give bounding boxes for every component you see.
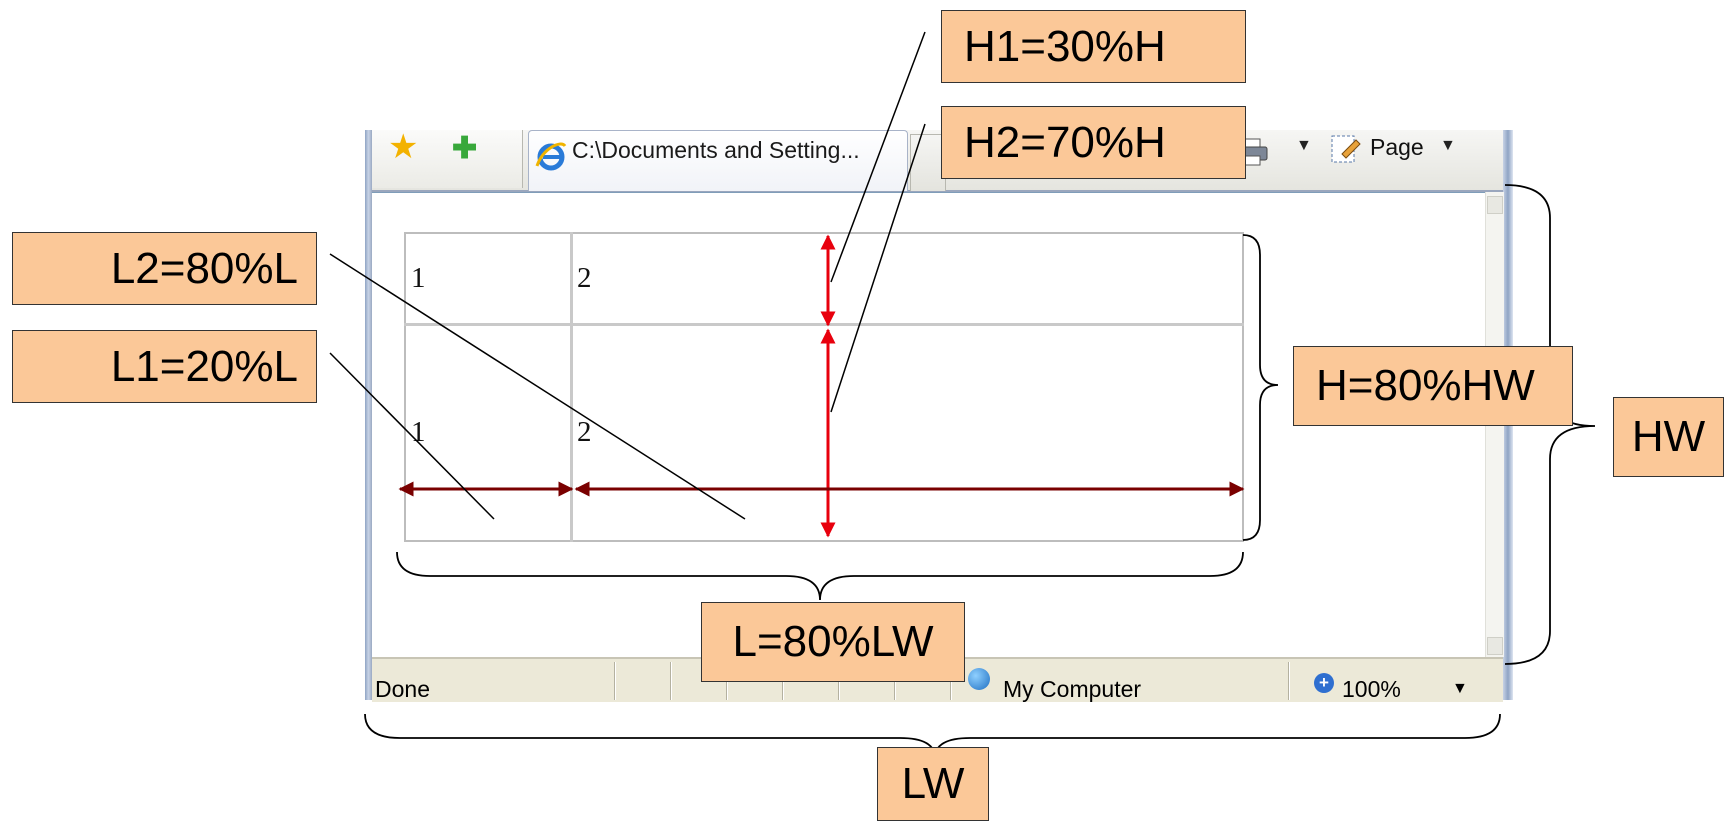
status-separator	[670, 662, 671, 700]
l1-leader	[329, 352, 495, 520]
scroll-down-button[interactable]	[1487, 637, 1503, 655]
status-separator	[1288, 662, 1289, 700]
zoom-icon[interactable]: +	[1314, 673, 1334, 693]
h-label: H=80%HW	[1293, 346, 1573, 426]
browser-tab[interactable]	[528, 130, 908, 191]
page-dropdown-icon[interactable]: ▼	[1440, 137, 1456, 154]
page-menu-button[interactable]: Page	[1370, 134, 1424, 160]
l2-label: L2=80%L	[12, 232, 317, 305]
h2-label: H2=70%H	[941, 106, 1246, 179]
table-cell: 2	[577, 416, 592, 448]
l1-label: L1=20%L	[12, 330, 317, 403]
page-icon[interactable]	[1330, 134, 1362, 164]
h-brace	[1242, 234, 1279, 541]
zoom-level[interactable]: 100%	[1342, 676, 1401, 702]
h1-label: H1=30%H	[941, 10, 1246, 83]
hw-label: HW	[1613, 397, 1724, 477]
ie-icon	[535, 142, 567, 171]
zoom-dropdown-icon[interactable]: ▼	[1452, 680, 1468, 697]
l-label: L=80%LW	[701, 602, 965, 682]
table-cell: 1	[411, 262, 426, 294]
l2-leader	[329, 253, 746, 520]
html-table	[404, 232, 1244, 542]
status-text: Done	[375, 676, 430, 702]
h2-leader	[830, 123, 926, 413]
table-cell: 2	[577, 262, 592, 294]
print-dropdown-icon[interactable]: ▼	[1296, 137, 1312, 154]
lw-label: LW	[877, 747, 989, 821]
tab-title[interactable]: C:\Documents and Setting...	[572, 137, 860, 163]
hw-brace	[1504, 184, 1596, 665]
favorites-area	[372, 130, 523, 188]
add-favorite-icon[interactable]: ✚	[452, 132, 478, 165]
scroll-up-button[interactable]	[1487, 196, 1503, 214]
star-icon[interactable]: ★	[388, 128, 419, 166]
l-brace	[396, 551, 1244, 601]
table-column-divider	[570, 232, 573, 542]
status-separator	[614, 662, 615, 700]
security-zone: My Computer	[1003, 676, 1142, 702]
h1-leader	[830, 31, 926, 283]
table-cell: 1	[411, 416, 426, 448]
computer-icon	[968, 668, 990, 690]
window-frame-left	[365, 130, 372, 700]
